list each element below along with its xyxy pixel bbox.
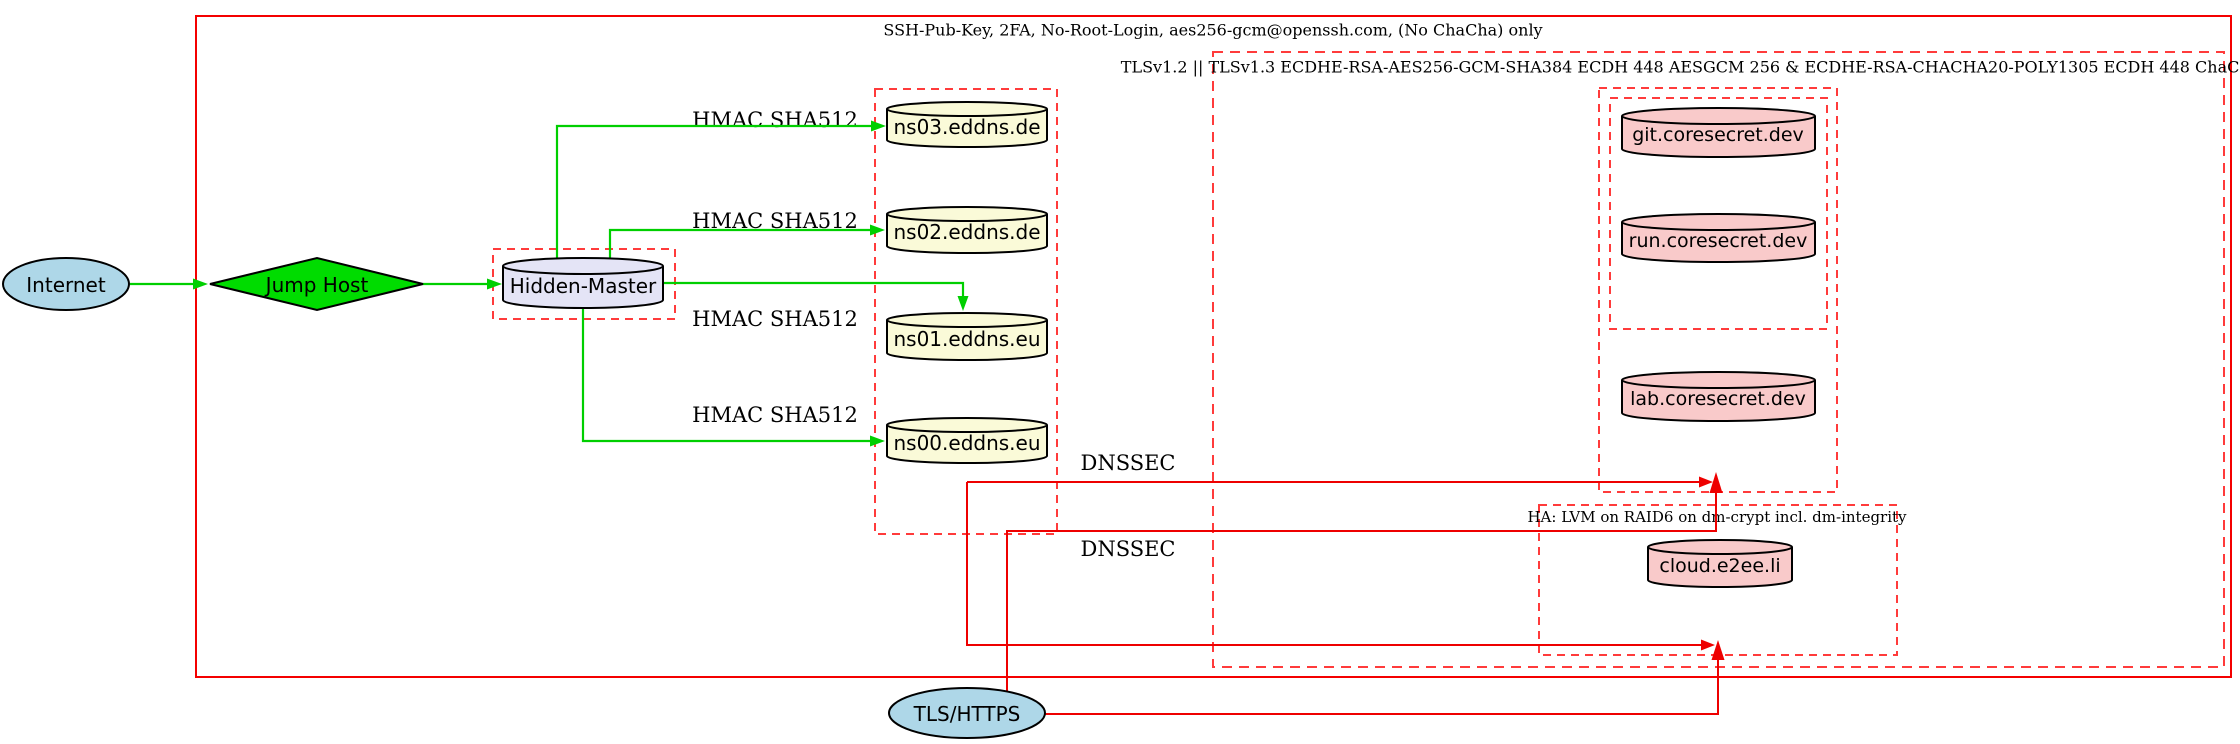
- node-ns02: ns02.eddns.de: [886, 206, 1048, 254]
- cloud-cylinder-lid: [1647, 546, 1793, 555]
- internet-ellipse: [2, 257, 130, 311]
- eddns-cluster-box: [874, 88, 1058, 535]
- ns01-label: ns01.eddns.eu: [893, 327, 1040, 351]
- ns03-cylinder: [886, 101, 1048, 148]
- cloud-label: cloud.e2ee.li: [1659, 555, 1780, 577]
- edge-master-ns00: [581, 306, 871, 443]
- edge-tlshttps-coresecret: [1006, 492, 1717, 692]
- node-run: run.coresecret.dev: [1621, 213, 1816, 263]
- node-internet: Internet: [2, 257, 130, 311]
- arrowhead-dnssec-coresecret: [1699, 476, 1713, 488]
- lab-label: lab.coresecret.dev: [1630, 388, 1806, 410]
- git-cylinder: [1621, 107, 1816, 158]
- git-cylinder-lid: [1621, 115, 1816, 125]
- node-jump-host: Jump Host: [209, 256, 424, 312]
- ssh-cluster-box: [195, 15, 2232, 678]
- ns03-cylinder-lid: [886, 108, 1048, 117]
- arrowhead-internet-jumphost: [193, 278, 208, 290]
- node-lab: lab.coresecret.dev: [1621, 371, 1816, 422]
- hidden-master-label: Hidden-Master: [510, 274, 657, 298]
- ns00-cylinder-lid: [886, 424, 1048, 433]
- run-label: run.coresecret.dev: [1629, 230, 1808, 252]
- arrowhead-master-ns00: [870, 435, 885, 447]
- ns01-cylinder: [886, 312, 1048, 361]
- lab-cylinder: [1621, 371, 1816, 422]
- node-cloud: cloud.e2ee.li: [1647, 539, 1793, 588]
- jump-host-diamond: [209, 256, 424, 312]
- internet-label: Internet: [26, 273, 106, 297]
- ha-cluster-label: HA: LVM on RAID6 on dm-crypt incl. dm-in…: [1527, 508, 1907, 526]
- git-label: git.coresecret.dev: [1632, 124, 1804, 146]
- arrowhead-master-ns01: [957, 296, 969, 311]
- ns03-label: ns03.eddns.de: [893, 115, 1040, 139]
- cloud-cylinder: [1647, 539, 1793, 588]
- arrowhead-master-ns02: [870, 224, 885, 236]
- arrowhead-jumphost-master: [487, 278, 502, 290]
- tls-cluster-label: TLSv1.2 || TLSv1.3 ECDHE-RSA-AES256-GCM-…: [1121, 58, 2240, 77]
- edge-master-ns02: [608, 228, 871, 259]
- green-edges: [130, 120, 969, 447]
- arrowhead-tlshttps-coresecret: [1709, 472, 1723, 493]
- run-cylinder-lid: [1621, 221, 1816, 231]
- tls-https-label: TLS/HTTPS: [913, 702, 1021, 726]
- edge-label-hmac-ns01: HMAC SHA512: [692, 307, 858, 331]
- edge-tlshttps-ha: [1045, 657, 1719, 715]
- ns00-label: ns00.eddns.eu: [893, 431, 1040, 455]
- node-git: git.coresecret.dev: [1621, 107, 1816, 158]
- edge-dnssec-ha: [966, 482, 1702, 646]
- node-ns03: ns03.eddns.de: [886, 101, 1048, 148]
- edge-master-ns01: [663, 281, 965, 297]
- edge-label-dnssec-bottom: DNSSEC: [1080, 537, 1175, 561]
- ns02-cylinder: [886, 206, 1048, 254]
- node-tls-https: TLS/HTTPS: [888, 687, 1046, 739]
- arrowhead-master-ns03: [871, 120, 886, 132]
- run-cylinder: [1621, 213, 1816, 263]
- edge-label-hmac-ns00: HMAC SHA512: [692, 403, 858, 427]
- edge-label-hmac-ns03: HMAC SHA512: [692, 108, 858, 132]
- lab-cylinder-lid: [1621, 379, 1816, 389]
- ns01-cylinder-lid: [886, 319, 1048, 328]
- red-edges: [966, 472, 1725, 715]
- ns02-cylinder-lid: [886, 213, 1048, 222]
- ssh-cluster-label: SSH-Pub-Key, 2FA, No-Root-Login, aes256-…: [883, 21, 1542, 40]
- ns00-cylinder: [886, 417, 1048, 464]
- arrowhead-dnssec-ha: [1701, 639, 1715, 651]
- hidden-master-cylinder: [502, 257, 664, 309]
- node-ns00: ns00.eddns.eu: [886, 417, 1048, 464]
- jump-host-label: Jump Host: [264, 273, 369, 297]
- tls-https-ellipse: [888, 687, 1046, 739]
- edge-label-dnssec-top: DNSSEC: [1080, 451, 1175, 475]
- arrowhead-tlshttps-ha: [1711, 640, 1725, 660]
- hidden-master-cylinder-lid: [502, 265, 664, 275]
- node-ns01: ns01.eddns.eu: [886, 312, 1048, 361]
- ns02-label: ns02.eddns.de: [893, 220, 1040, 244]
- edge-master-ns03: [555, 124, 872, 259]
- node-hidden-master: Hidden-Master: [502, 257, 664, 309]
